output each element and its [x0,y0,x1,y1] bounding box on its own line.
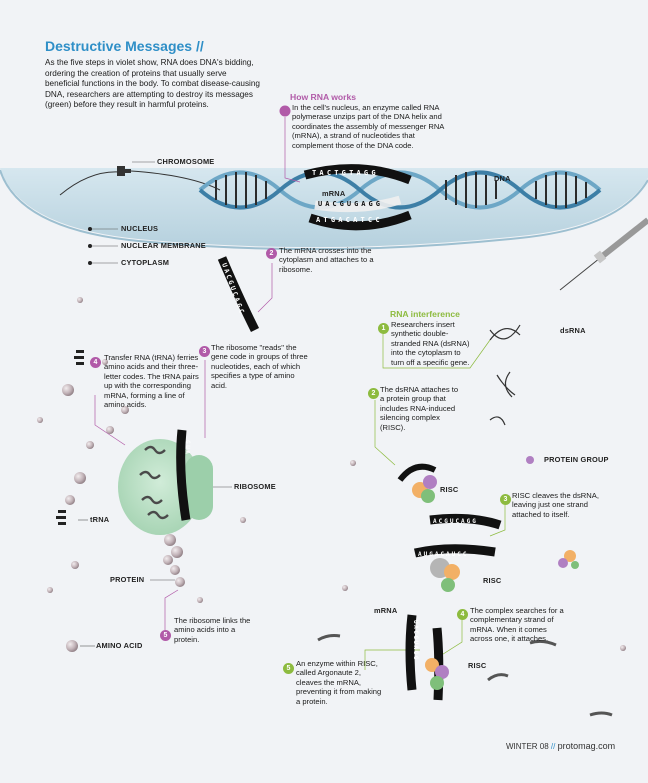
rnai-step-2-text: The dsRNA attaches to a protein group th… [380,385,459,432]
footer-separator: // [550,742,556,751]
rnai-step-4-number: 4 [457,609,468,620]
page-title: Destructive Messages // [45,38,204,54]
label-chromosome: CHROMOSOME [157,157,215,166]
mrna-sequence: UACGUGAGG [318,200,383,208]
rnai-step-5-number: 5 [283,663,294,674]
label-ribosome: RIBOSOME [234,482,276,491]
rnai-step-1-text: Researchers insert synthetic double-stra… [391,320,470,367]
rna-step-3-number: 3 [199,346,210,357]
cytoplasm-mrna: UACGUCAGC [217,256,260,333]
label-protein-group: PROTEIN GROUP [544,455,609,464]
label-nucleus: NUCLEUS [121,224,159,233]
dna-top-sequence: TACTGTAGG [312,169,379,177]
protein-chain [163,534,185,587]
protein-group-icon [526,456,579,569]
dsrna-helix [489,324,521,426]
ribosome-shape [118,439,213,535]
label-amino-acid: AMINO ACID [96,641,143,650]
footer-issue: WINTER 08 [506,742,549,751]
rna-step-2-text: The mRNA crosses into the cytoplasm and … [279,246,374,274]
rna-step-4-text: Transfer RNA (tRNA) ferries amino acids … [104,353,199,410]
chromosome-icon [117,166,131,176]
rna-step-5-number: 5 [160,630,171,641]
svg-text:UACGUAGG: UACGUAGG [412,620,419,661]
label-mrna: mRNA [322,189,346,198]
risc-complex-1 [397,463,437,503]
risc-complex-3: UACGUAGG [405,614,449,701]
footer-site: protomag.com [557,741,616,751]
label-trna: tRNA [90,515,110,524]
label-mrna-2: mRNA [374,606,398,615]
rna-step-4-number: 4 [90,357,101,368]
label-protein: PROTEIN [110,575,145,584]
rna-step-1-text: In the cell's nucleus, an enzyme called … [292,103,444,150]
rna-step-2-number: 2 [266,248,277,259]
rna-step-3-text: The ribosome "reads" the gene code in gr… [211,343,308,390]
nuclear-membrane [0,169,648,251]
dna-unzipped-strand: TACTGTAGG UACGUGAGG ATGACATCC [303,164,412,231]
label-dsrna: dsRNA [560,326,586,335]
how-rna-works-heading: How RNA works [290,92,357,102]
trna-icon [56,350,84,525]
label-risc-1: RISC [440,485,459,494]
svg-text:AUGACAUCC: AUGACAUCC [418,551,469,558]
amino-acid-balls [37,297,626,652]
label-dna: DNA [494,174,511,183]
syringe-icon [559,217,648,291]
label-nuclear-membrane: NUCLEAR MEMBRANE [121,241,206,250]
svg-text:GUA: GUA [183,440,191,456]
risc-strand: ACGUCAGG [429,513,502,530]
rna-interference-heading: RNA interference [390,309,460,319]
rnai-step-3-number: 3 [500,494,511,505]
rnai-step-4-text: The complex searches for a complementary… [470,606,564,644]
risc-complex-2: AUGACAUCC [413,544,496,592]
rna-fragments [317,634,613,717]
intro-text: As the five steps in violet show, RNA do… [45,58,260,110]
svg-text:UACGUCAGC: UACGUCAGC [220,262,246,316]
svg-text:ACGUCAGG: ACGUCAGG [433,518,478,525]
dna-bottom-sequence: ATGACATCC [316,216,383,224]
label-cytoplasm: CYTOPLASM [121,258,170,267]
footer: WINTER 08 // protomag.com [506,741,615,751]
rnai-step-2-number: 2 [368,388,379,399]
rnai-step-1-number: 1 [378,323,389,334]
ribosome-mrna: GUA [176,429,191,521]
label-risc-3: RISC [468,661,487,670]
rnai-step-5-text: An enzyme within RISC, called Argonaute … [296,659,382,706]
rnai-step-3-text: RISC cleaves the dsRNA, leaving just one… [512,491,599,519]
label-risc-2: RISC [483,576,502,585]
rna-step-5-text: The ribosome links the amino acids into … [174,616,251,644]
